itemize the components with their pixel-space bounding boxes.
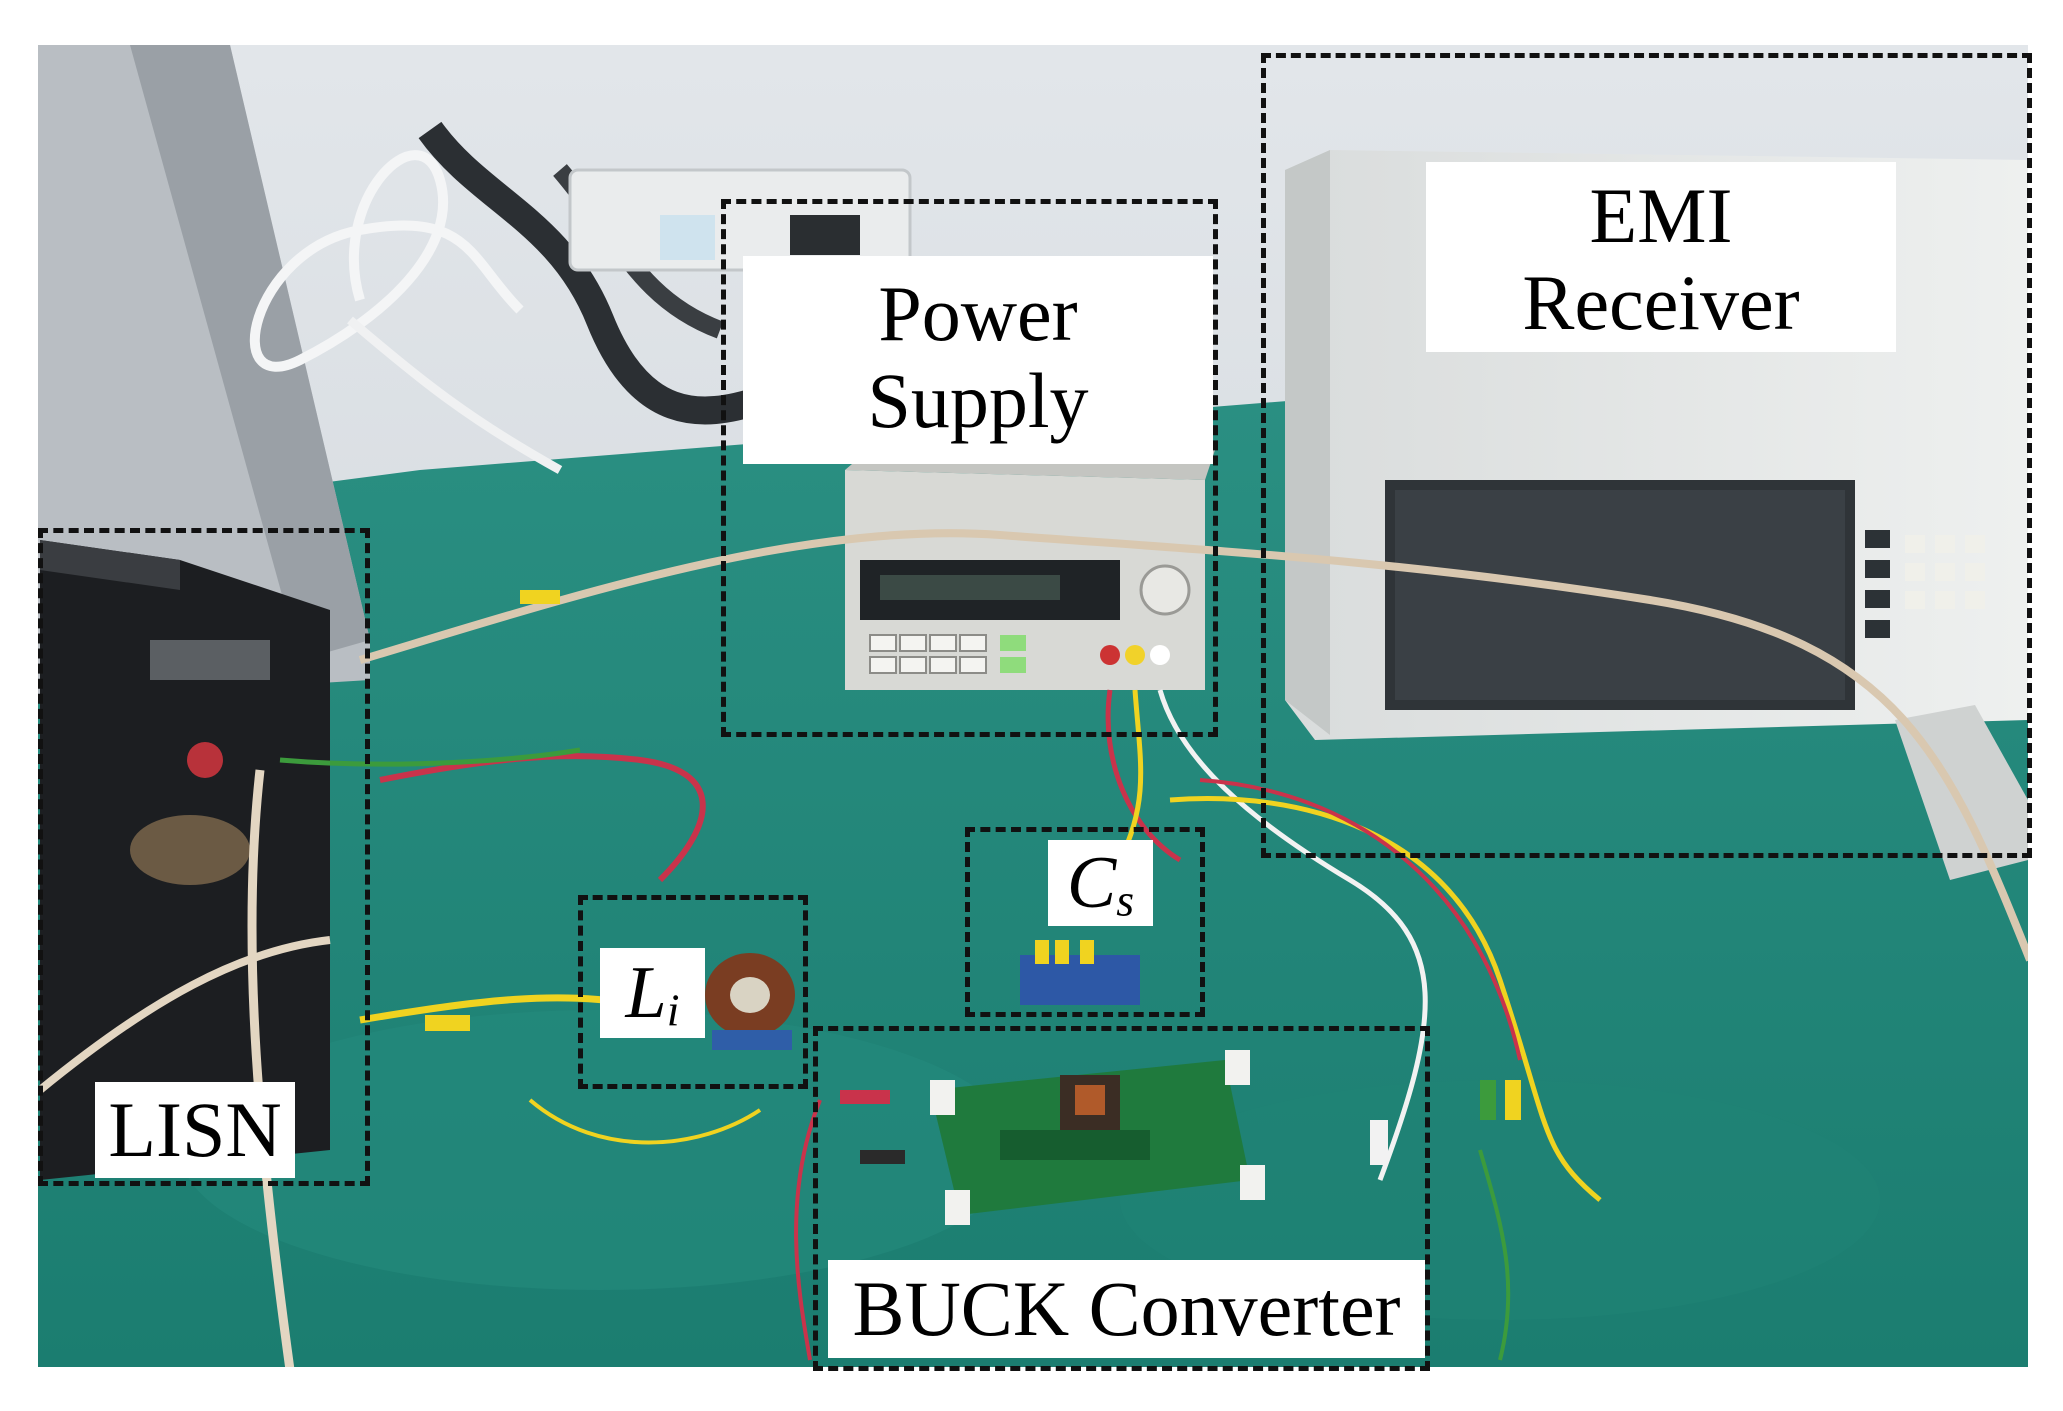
inductor-label-sub: i	[666, 984, 680, 1036]
inductor-label: Li	[600, 948, 705, 1038]
capacitor-label: Cs	[1048, 840, 1153, 926]
inductor-label-main: L	[625, 952, 667, 1034]
power-supply-region	[721, 199, 1218, 737]
buck-converter-label: BUCK Converter	[828, 1260, 1425, 1358]
capacitor-label-sub: s	[1116, 874, 1135, 926]
capacitor-region	[965, 827, 1205, 1017]
power-supply-label-line-2: Supply	[867, 357, 1089, 445]
emi-receiver-label: EMI Receiver	[1426, 162, 1896, 352]
emi-receiver-label-line-1: EMI	[1589, 172, 1733, 259]
lisn-label: LISN	[95, 1082, 295, 1178]
capacitor-label-main: C	[1066, 842, 1117, 924]
inductor-region	[578, 895, 808, 1089]
power-supply-label-line-1: Power	[878, 270, 1078, 357]
emi-receiver-region	[1261, 53, 2032, 858]
buck-converter-region	[813, 1026, 1430, 1371]
power-supply-label: Power Supply	[743, 256, 1213, 464]
emi-receiver-label-line-2: Receiver	[1522, 259, 1800, 347]
lisn-region	[38, 528, 370, 1186]
